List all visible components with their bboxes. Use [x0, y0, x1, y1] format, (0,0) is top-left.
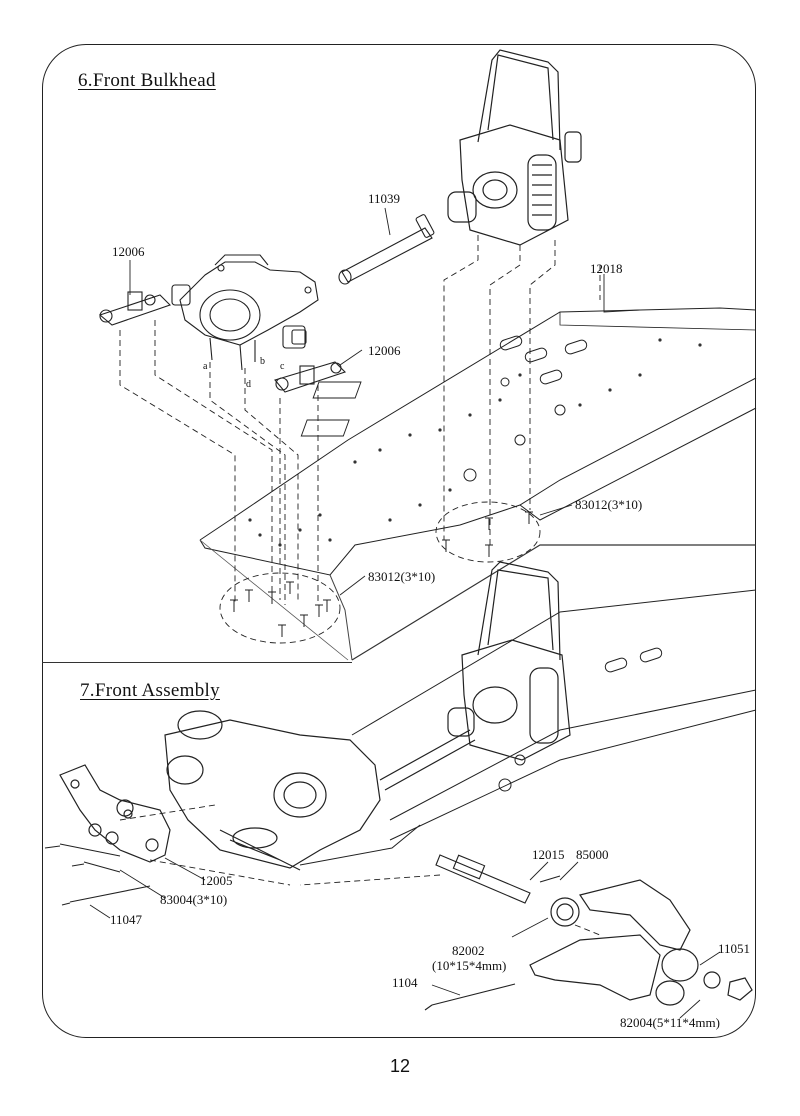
callout-82002: 82002 — [452, 943, 485, 958]
label-c: c — [280, 361, 285, 372]
front-assembly-bulkhead-illustration — [447, 561, 571, 761]
section-divider — [42, 662, 352, 663]
section-title-front-assembly: 7.Front Assembly — [80, 680, 220, 701]
callout-11047: 11047 — [110, 912, 143, 927]
section-separator-line — [351, 544, 756, 661]
screws-83012-illustration — [230, 511, 533, 637]
label-b: b — [260, 356, 265, 367]
page-frame — [42, 44, 756, 1038]
callout-82004: 82004(5*11*4mm) — [620, 1015, 720, 1030]
chassis-plate-illustration — [199, 307, 757, 661]
callout-11051: 11051 — [718, 941, 751, 956]
screws-section7-illustration — [44, 843, 516, 1011]
callout-12015: 12015 — [532, 847, 565, 862]
shock-tower-12005-illustration — [59, 764, 171, 863]
callout-12005: 12005 — [200, 873, 233, 888]
callout-12018: 12018 — [590, 261, 623, 276]
alignment-lines-section7 — [119, 804, 601, 936]
callout-12006-right: 12006 — [368, 343, 401, 358]
callout-83004: 83004(3*10) — [160, 892, 228, 907]
callout-leader-lines — [89, 207, 721, 1019]
front-bulkhead-illustration — [171, 254, 319, 371]
callout-12006-left: 12006 — [112, 244, 145, 259]
lower-arm-and-hub-illustration — [529, 879, 753, 1006]
alignment-lines-section6 — [119, 235, 601, 644]
page-number: 12 — [389, 1056, 411, 1076]
drive-cup-12015-illustration — [435, 854, 561, 904]
arm-mount-12006-left-illustration — [98, 291, 172, 326]
section-title-front-bulkhead: 6.Front Bulkhead — [78, 70, 216, 91]
callout-1104: 1104 — [392, 975, 418, 990]
callout-83012-left: 83012(3*10) — [368, 569, 436, 584]
chassis-plate-assembled-illustration — [299, 589, 757, 866]
driveshaft-11039-illustration — [338, 214, 435, 285]
callout-11039: 11039 — [368, 191, 401, 206]
label-a: a — [203, 361, 208, 372]
label-d: d — [246, 379, 251, 390]
callout-83012-right: 83012(3*10) — [575, 497, 643, 512]
callout-82002-size: (10*15*4mm) — [432, 958, 507, 973]
front-suspension-assembly-illustration — [164, 710, 476, 871]
callout-85000: 85000 — [576, 847, 609, 862]
arm-mount-12006-right-illustration — [274, 361, 347, 393]
bulkhead-with-roll-hoop-illustration — [447, 49, 582, 246]
